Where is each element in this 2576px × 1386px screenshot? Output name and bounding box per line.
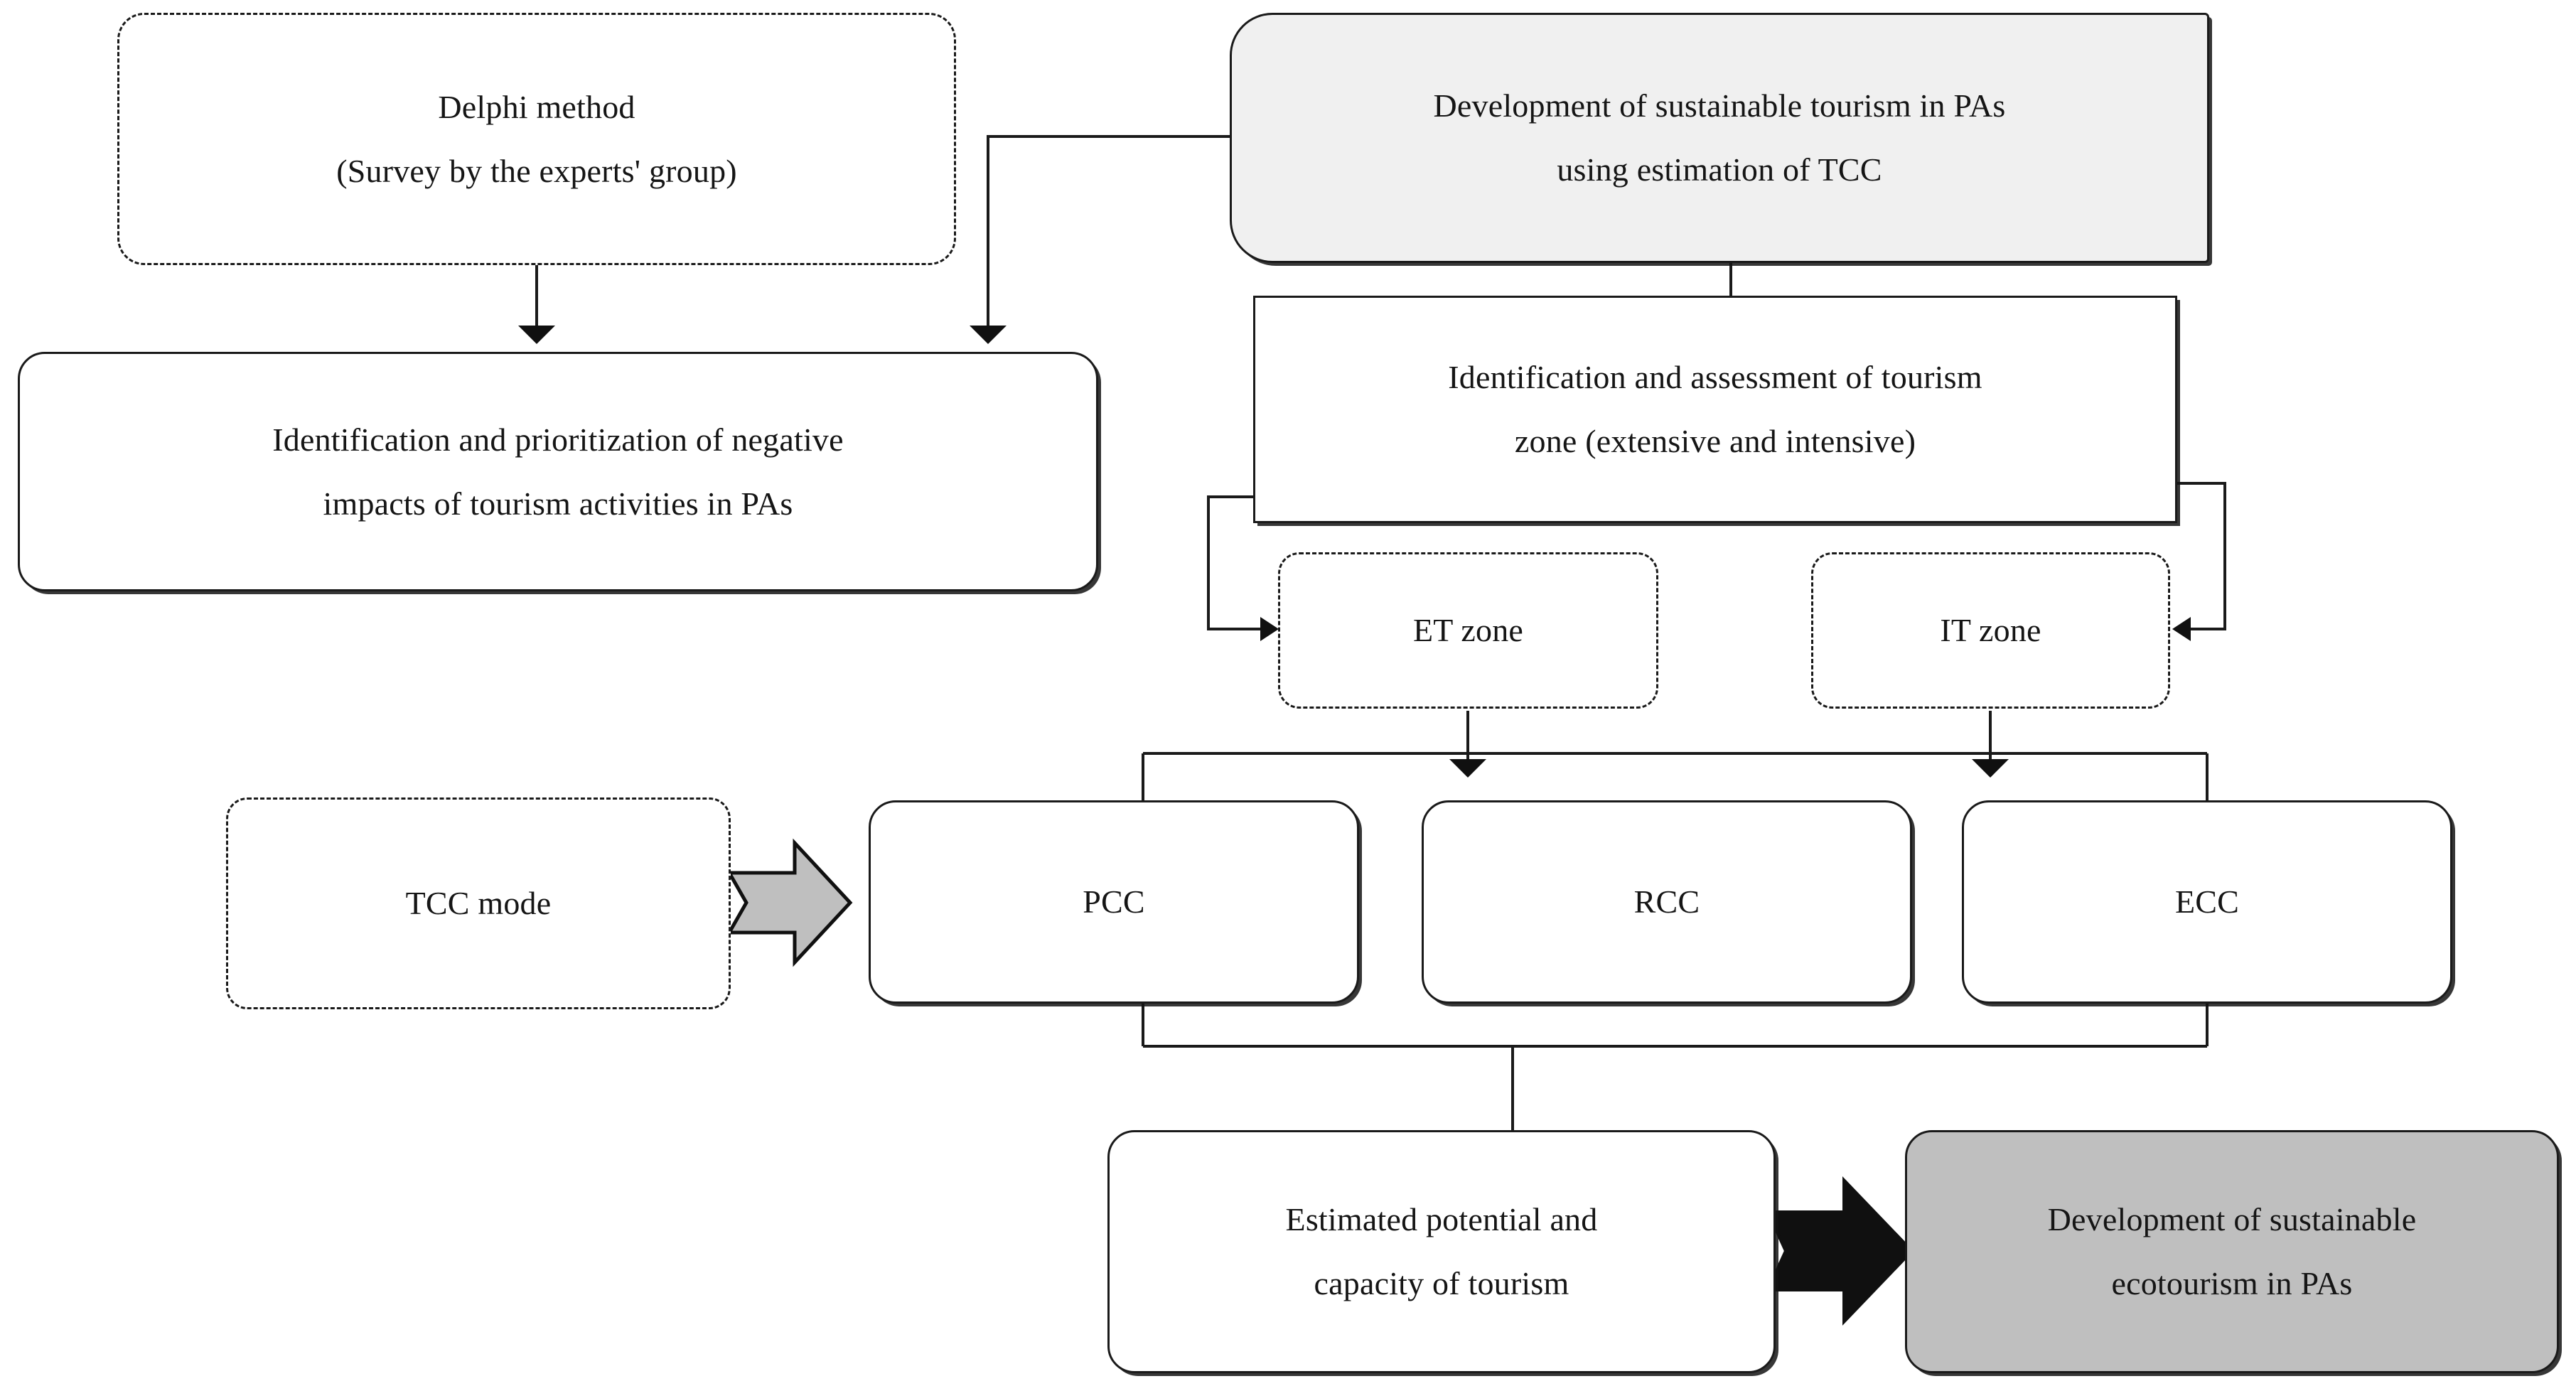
rcc-label: RCC — [1633, 883, 1700, 920]
estimated-line-1: Estimated potential and — [1285, 1201, 1598, 1238]
connector-zone-to-it — [2172, 482, 2226, 641]
dev-tourism-line-2: using estimation of TCC — [1557, 151, 1882, 188]
estimated-line-2: capacity of tourism — [1314, 1265, 1569, 1301]
delphi-line-1: Delphi method — [438, 88, 635, 125]
connector-cc-top-bracket — [1142, 752, 2209, 802]
node-identification-prioritization-impacts[interactable]: Identification and prioritization of neg… — [18, 352, 1098, 591]
connector-zone-to-et — [1207, 495, 1279, 641]
node-pcc[interactable]: PCC — [869, 800, 1359, 1004]
delphi-line-2: (Survey by the experts' group) — [336, 152, 737, 189]
zone-line-1: Identification and assessment of tourism — [1448, 359, 1982, 396]
node-development-sustainable-tourism[interactable]: Development of sustainable tourism in PA… — [1230, 13, 2209, 263]
ecotourism-line-2: ecotourism in PAs — [2111, 1265, 2353, 1301]
pcc-label: PCC — [1083, 883, 1145, 920]
ecotourism-line-1: Development of sustainable — [2047, 1201, 2417, 1238]
et-zone-label: ET zone — [1412, 612, 1524, 649]
impacts-line-1: Identification and prioritization of neg… — [272, 421, 844, 458]
block-arrow-black — [1765, 1176, 1914, 1326]
block-arrow-gray — [726, 838, 853, 967]
node-it-zone[interactable]: IT zone — [1811, 552, 2170, 709]
node-ecc[interactable]: ECC — [1962, 800, 2452, 1004]
node-rcc[interactable]: RCC — [1422, 800, 1912, 1004]
node-delphi-method[interactable]: Delphi method (Survey by the experts' gr… — [117, 13, 956, 265]
impacts-line-2: impacts of tourism activities in PAs — [323, 485, 793, 522]
tcc-mode-label: TCC mode — [405, 885, 552, 922]
connector-cc-bottom-bracket — [1142, 1004, 2209, 1048]
node-tcc-mode[interactable]: TCC mode — [226, 797, 731, 1009]
node-identification-assessment-zone[interactable]: Identification and assessment of tourism… — [1253, 296, 2177, 523]
node-et-zone[interactable]: ET zone — [1278, 552, 1658, 709]
node-estimated-potential-capacity[interactable]: Estimated potential and capacity of tour… — [1107, 1130, 1776, 1373]
it-zone-label: IT zone — [1940, 612, 2041, 649]
zone-line-2: zone (extensive and intensive) — [1514, 423, 1916, 459]
connector-dev-to-impacts — [970, 135, 1230, 344]
node-development-sustainable-ecotourism[interactable]: Development of sustainable ecotourism in… — [1905, 1130, 2559, 1373]
dev-tourism-line-1: Development of sustainable tourism in PA… — [1433, 87, 2006, 124]
ecc-label: ECC — [2174, 883, 2240, 920]
